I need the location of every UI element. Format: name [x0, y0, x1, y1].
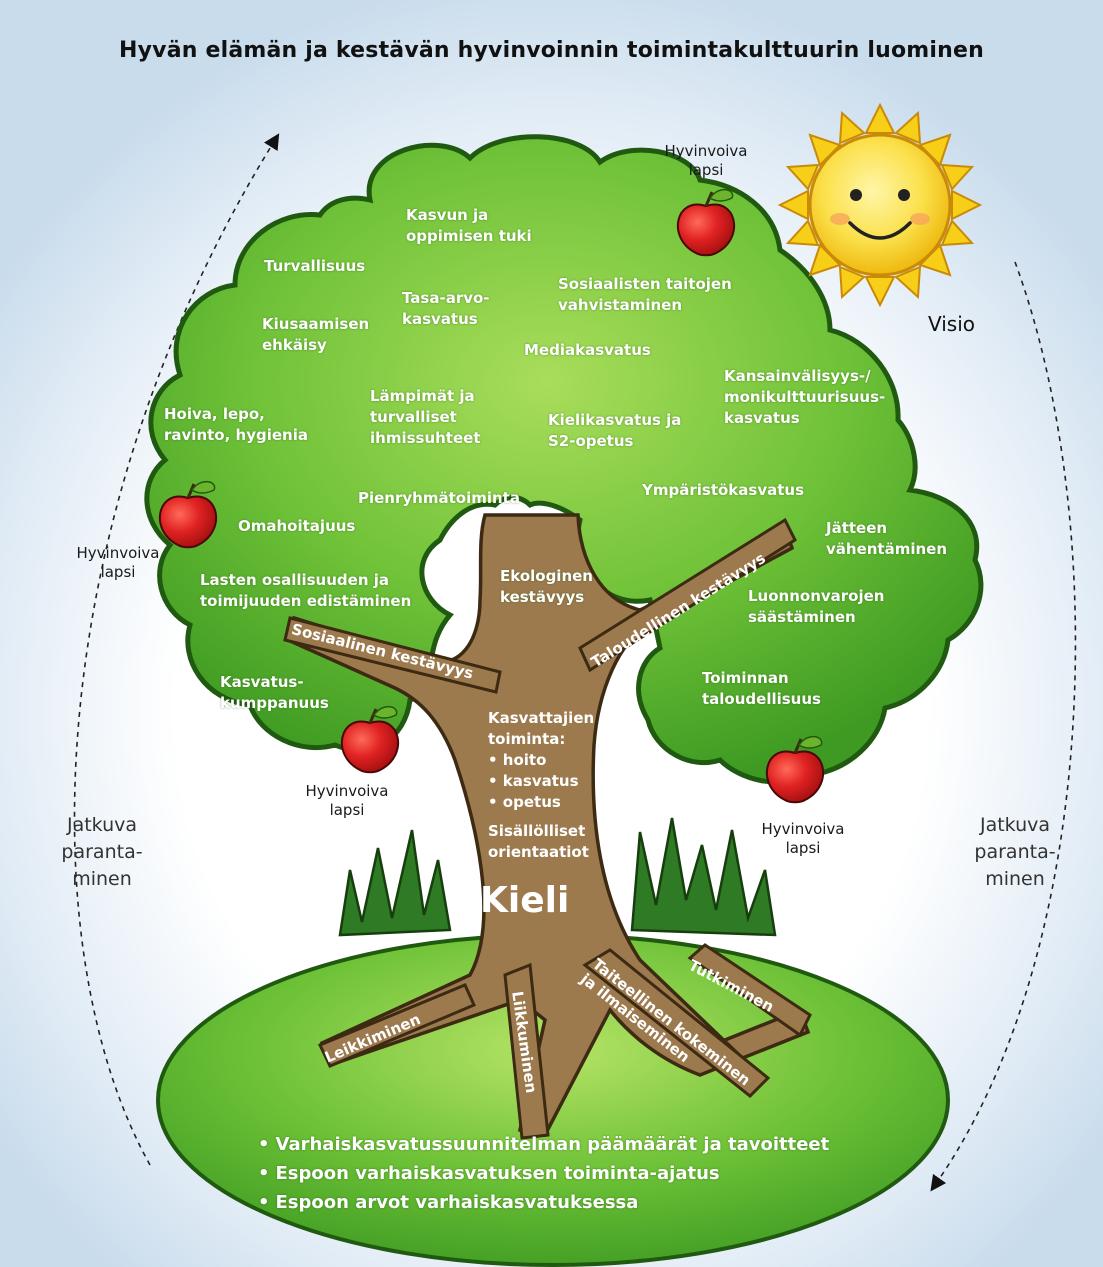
right-cycle-arrow	[930, 261, 1077, 1192]
crown-label-omahoitajuus: Omahoitajuus	[238, 517, 356, 535]
crown-label-lampimat: Lämpimät ja turvalliset ihmissuhteet	[370, 387, 481, 447]
crown-label-kiusaamisen: Kiusaamisen ehkäisy	[262, 315, 370, 354]
crown-label-hoiva: Hoiva, lepo, ravinto, hygienia	[164, 405, 308, 444]
foundation-list: •Varhaiskasvatussuunnitelman päämäärät j…	[258, 1130, 829, 1217]
crown-label-kasvun: Kasvun ja oppimisen tuki	[406, 206, 532, 245]
continuous-improvement-left: Jatkuva paranta- minen	[61, 814, 143, 890]
apple-bottom-right	[766, 735, 824, 804]
foundation-item: •Espoon varhaiskasvatuksen toiminta-ajat…	[258, 1163, 720, 1184]
crown-label-ekologinen: Ekologinen kestävyys	[500, 567, 593, 606]
root-liikkuminen	[503, 962, 550, 1140]
grass-left	[338, 829, 452, 937]
crown-label-jatteen: Jätteen vähentäminen	[826, 519, 948, 558]
trunk-item-hoito: • hoito	[488, 751, 547, 769]
trunk-kieli-label: Kieli	[480, 880, 570, 921]
trunk-item-kasvatus: • kasvatus	[488, 772, 579, 790]
crown-label-tasa-arvo: Tasa-arvo- kasvatus	[402, 289, 490, 328]
crown-label-pienryhma: Pienryhmätoiminta	[358, 489, 520, 507]
trunk-orientaatiot: Sisällölliset orientaatiot	[488, 822, 589, 861]
crown-label-ymparisto: Ympäristökasvatus	[642, 481, 804, 499]
root-tutkiminen	[687, 943, 812, 1038]
apple-left	[159, 480, 217, 549]
crown-label-toiminnan: Toiminnan taloudellisuus	[702, 669, 821, 708]
visio-label: Visio	[928, 312, 976, 336]
crown-label-kielikasvatus: Kielikasvatus ja S2-opetus	[548, 411, 682, 450]
apple-caption-bottom-left: Hyvinvoiva lapsi	[305, 782, 389, 819]
tree-crown	[144, 134, 984, 785]
crown-label-kasvatuskumppanuus: Kasvatus- kumppanuus	[220, 673, 329, 712]
left-cycle-arrow	[73, 133, 280, 1166]
foundation-item: •Varhaiskasvatussuunnitelman päämäärät j…	[258, 1134, 830, 1155]
crown-label-luonnonvarojen: Luonnonvarojen säästäminen	[748, 587, 885, 626]
branch-economic	[578, 517, 797, 673]
grass-right	[630, 817, 777, 937]
root-leikkiminen	[317, 983, 476, 1068]
root-taiteellinen	[582, 948, 771, 1099]
apple-caption-left: Hyvinvoiva lapsi	[76, 544, 160, 581]
crown-label-sosiaalisten: Sosiaalisten taitojen vahvistaminen	[558, 275, 732, 314]
diagram-title: Hyvän elämän ja kestävän hyvinvoinnin to…	[119, 38, 984, 63]
crown-label-kansainvalisyys: Kansainvälisyys-/ monikulttuurisuus- kas…	[724, 367, 886, 427]
sun	[777, 102, 983, 308]
apple-top	[677, 188, 735, 257]
branch-social	[283, 616, 502, 694]
continuous-improvement-right: Jatkuva paranta- minen	[974, 814, 1056, 890]
trunk-item-opetus: • opetus	[488, 793, 561, 811]
crown-label-mediakasvatus: Mediakasvatus	[524, 341, 651, 359]
foundation-item: •Espoon arvot varhaiskasvatuksessa	[258, 1192, 639, 1213]
apple-caption-bottom-right: Hyvinvoiva lapsi	[761, 820, 845, 857]
apple-caption-top: Hyvinvoiva lapsi	[664, 142, 748, 179]
trunk-text-block: Kasvattajien toiminta: • hoito • kasvatu…	[488, 708, 594, 863]
crown-label-lasten: Lasten osallisuuden ja toimijuuden edist…	[200, 571, 412, 610]
apple-bottom-left	[341, 705, 399, 774]
trunk-heading: Kasvattajien toiminta:	[488, 709, 595, 748]
crown-label-turvallisuus: Turvallisuus	[264, 257, 366, 275]
